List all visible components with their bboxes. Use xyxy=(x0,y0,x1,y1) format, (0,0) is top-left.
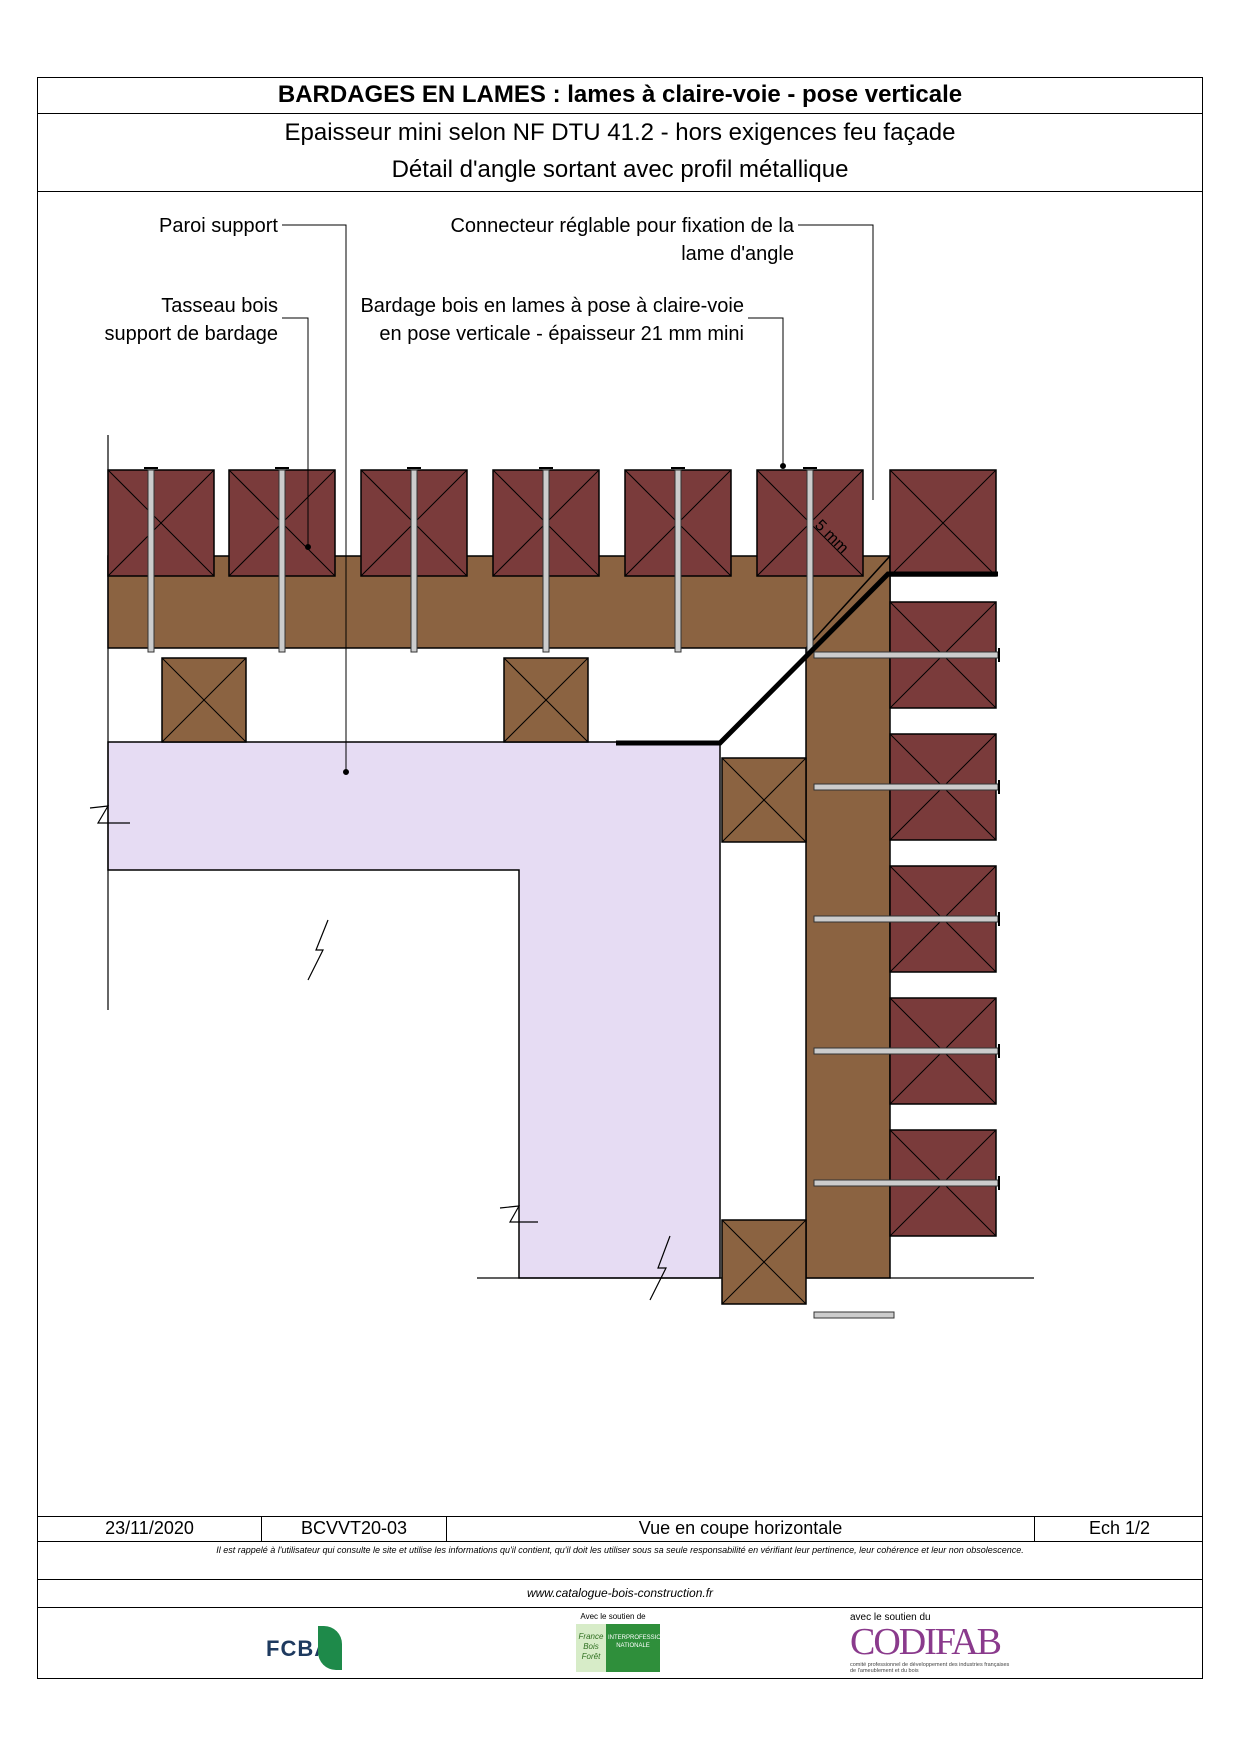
break-symbol xyxy=(499,1205,538,1223)
title-row: BARDAGES EN LAMES : lames à claire-voie … xyxy=(38,78,1202,114)
footer-scale: Ech 1/2 xyxy=(1088,1518,1151,1538)
label-tasseau: Tasseau bois support de bardage xyxy=(104,295,278,345)
counter-batten xyxy=(721,1219,807,1305)
codifab-logo: avec le soutien du CODIFAB comité profes… xyxy=(850,1612,1010,1674)
counter-batten xyxy=(721,757,807,843)
footer-view: Vue en coupe horizontale xyxy=(447,1517,1035,1541)
paroi-support-wall xyxy=(107,741,721,1279)
leader-lines xyxy=(282,224,874,775)
label-paroi-support: Paroi support xyxy=(159,215,278,237)
break-symbol xyxy=(89,805,130,824)
title-bold: BARDAGES EN LAMES : xyxy=(277,81,561,108)
break-symbol xyxy=(649,1235,671,1301)
metal-corner-profile xyxy=(616,571,998,746)
footer-website[interactable]: www.catalogue-bois-construction.fr xyxy=(38,1580,1202,1608)
break-symbol xyxy=(307,919,329,981)
france-bois-foret-logo: Avec le soutien de France Bois Forêt INT… xyxy=(568,1612,665,1676)
label-connecteur: Connecteur réglable pour fixation de la … xyxy=(450,215,794,265)
title-rest: lames à claire-voie - pose verticale xyxy=(567,81,963,108)
lame-angle xyxy=(889,469,997,577)
footer-info-row: 23/11/2020 BCVVT20-03 Vue en coupe horiz… xyxy=(38,1516,1202,1542)
counter-batten xyxy=(161,657,247,743)
logos-row: FCBA Avec le soutien de France Bois Forê… xyxy=(38,1608,1202,1680)
lame-bardage xyxy=(107,469,215,577)
drawing-sheet: BARDAGES EN LAMES : lames à claire-voie … xyxy=(37,77,1203,1679)
counter-batten xyxy=(503,657,589,743)
section-drawing: 5 mm xyxy=(89,224,1034,1319)
subtitle-line-2: Détail d'angle sortant avec profil métal… xyxy=(391,156,849,183)
subtitle-line-1: Epaisseur mini selon NF DTU 41.2 - hors … xyxy=(284,119,956,146)
footer-date: 23/11/2020 xyxy=(38,1517,262,1541)
label-bardage: Bardage bois en lames à pose à claire-vo… xyxy=(360,295,744,345)
screws-top xyxy=(144,467,817,653)
fcba-logo: FCBA xyxy=(264,1626,342,1670)
fcba-leaf-icon xyxy=(318,1626,342,1670)
footer-reference: BCVVT20-03 xyxy=(262,1517,447,1541)
footer-disclaimer: Il est rappelé à l'utilisateur qui consu… xyxy=(38,1542,1202,1580)
subtitle-block: Epaisseur mini selon NF DTU 41.2 - hors … xyxy=(38,114,1202,192)
screws-right xyxy=(813,648,1000,1319)
